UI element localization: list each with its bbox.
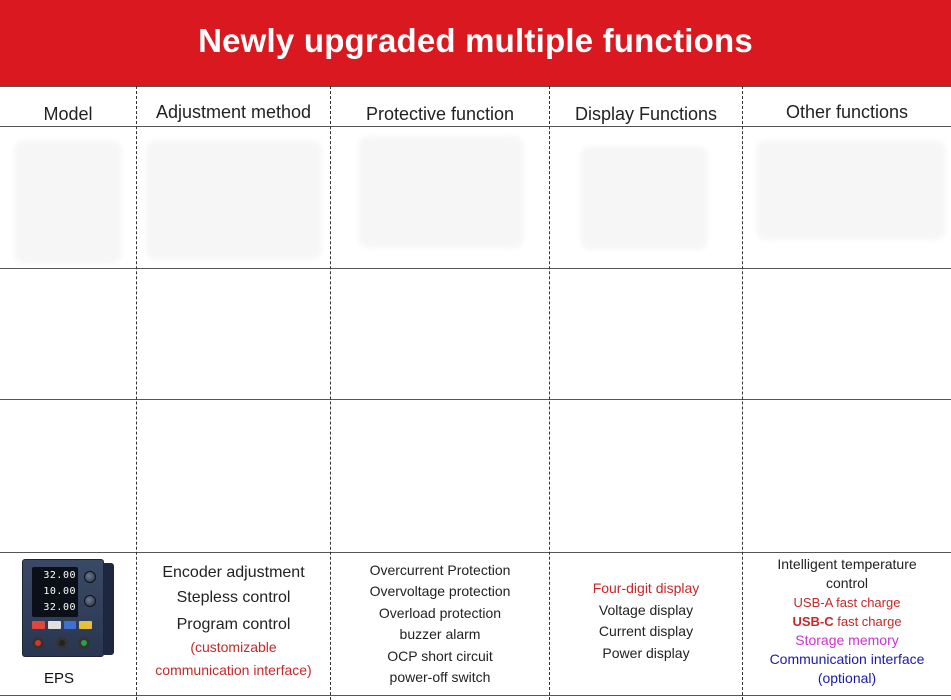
device-digits-voltage: 32.00 — [43, 570, 76, 581]
device-button-icon — [32, 621, 45, 629]
protective-line: buzzer alarm — [399, 626, 481, 643]
device-side-panel — [104, 563, 114, 655]
faded-image-placeholder — [14, 140, 122, 264]
other-line-communication: Communication interface — [769, 651, 925, 667]
power-supply-device-image: 32.00 10.00 32.00 — [18, 557, 116, 661]
protective-function-cell: Overcurrent Protection Overvoltage prote… — [331, 560, 549, 688]
adjustment-note: (customizable — [190, 639, 277, 655]
header-other-functions: Other functions — [785, 102, 909, 122]
device-button-icon — [63, 621, 77, 629]
ground-terminal-icon — [56, 637, 68, 649]
display-line: Power display — [602, 644, 690, 661]
faded-image-placeholder — [358, 136, 524, 248]
positive-terminal-icon — [32, 637, 44, 649]
negative-terminal-icon — [78, 637, 90, 649]
other-line: Intelligent temperature — [777, 556, 917, 572]
column-divider — [742, 86, 743, 700]
page-title: Newly upgraded multiple functions — [198, 22, 753, 59]
usb-c-label: USB-C — [792, 614, 834, 629]
column-divider — [330, 86, 331, 700]
display-line: Voltage display — [598, 601, 694, 618]
adjustment-line: Encoder adjustment — [162, 564, 305, 581]
row-divider — [0, 268, 951, 269]
protective-line: OCP short circuit — [387, 647, 493, 664]
header-top-rule — [0, 86, 951, 87]
display-functions-cell: Four-digit display Voltage display Curre… — [550, 578, 742, 664]
column-divider — [549, 86, 550, 700]
faded-image-placeholder — [580, 146, 708, 250]
model-name: EPS — [44, 670, 75, 687]
header-protective-function: Protective function — [365, 104, 515, 124]
device-digits-current: 10.00 — [43, 586, 76, 597]
protective-line: Overcurrent Protection — [369, 562, 511, 578]
row-divider — [0, 552, 951, 553]
device-button-icon — [47, 621, 61, 629]
protective-line: Overvoltage protection — [369, 583, 511, 600]
adjustment-line: Stepless control — [176, 589, 291, 606]
other-line: control — [825, 575, 869, 591]
faded-image-placeholder — [146, 140, 322, 260]
display-line-highlight: Four-digit display — [592, 580, 700, 596]
device-display: 32.00 10.00 32.00 — [32, 567, 78, 617]
device-button-row — [32, 621, 92, 629]
usb-c-suffix: fast charge — [837, 614, 902, 629]
column-divider — [136, 86, 137, 700]
protective-line: power-off switch — [389, 669, 491, 686]
header-model: Model — [43, 104, 93, 124]
other-line-optional: (optional) — [817, 670, 877, 686]
device-digits-power: 32.00 — [43, 602, 76, 613]
header-adjustment-method: Adjustment method — [155, 102, 312, 122]
device-button-icon — [79, 621, 92, 629]
header-bottom-rule — [0, 126, 951, 127]
other-functions-cell: Intelligent temperature control USB-A fa… — [743, 555, 951, 688]
other-line-storage: Storage memory — [795, 632, 899, 648]
other-line-usb-a: USB-A fast charge — [793, 595, 901, 610]
adjustment-method-cell: Encoder adjustment Stepless control Prog… — [137, 562, 330, 680]
encoder-knob-icon — [84, 571, 96, 583]
row-divider — [0, 399, 951, 400]
faded-image-placeholder — [756, 140, 946, 240]
adjustment-line: Program control — [176, 616, 291, 633]
title-banner: Newly upgraded multiple functions — [0, 0, 951, 86]
protective-line: Overload protection — [378, 604, 502, 621]
table-bottom-rule — [0, 695, 951, 696]
header-display-functions: Display Functions — [574, 104, 718, 124]
other-line-usb-c: USB-C fast charge — [792, 612, 901, 631]
encoder-knob-icon — [84, 595, 96, 607]
adjustment-note: communication interface) — [155, 662, 312, 678]
display-line: Current display — [598, 623, 694, 639]
